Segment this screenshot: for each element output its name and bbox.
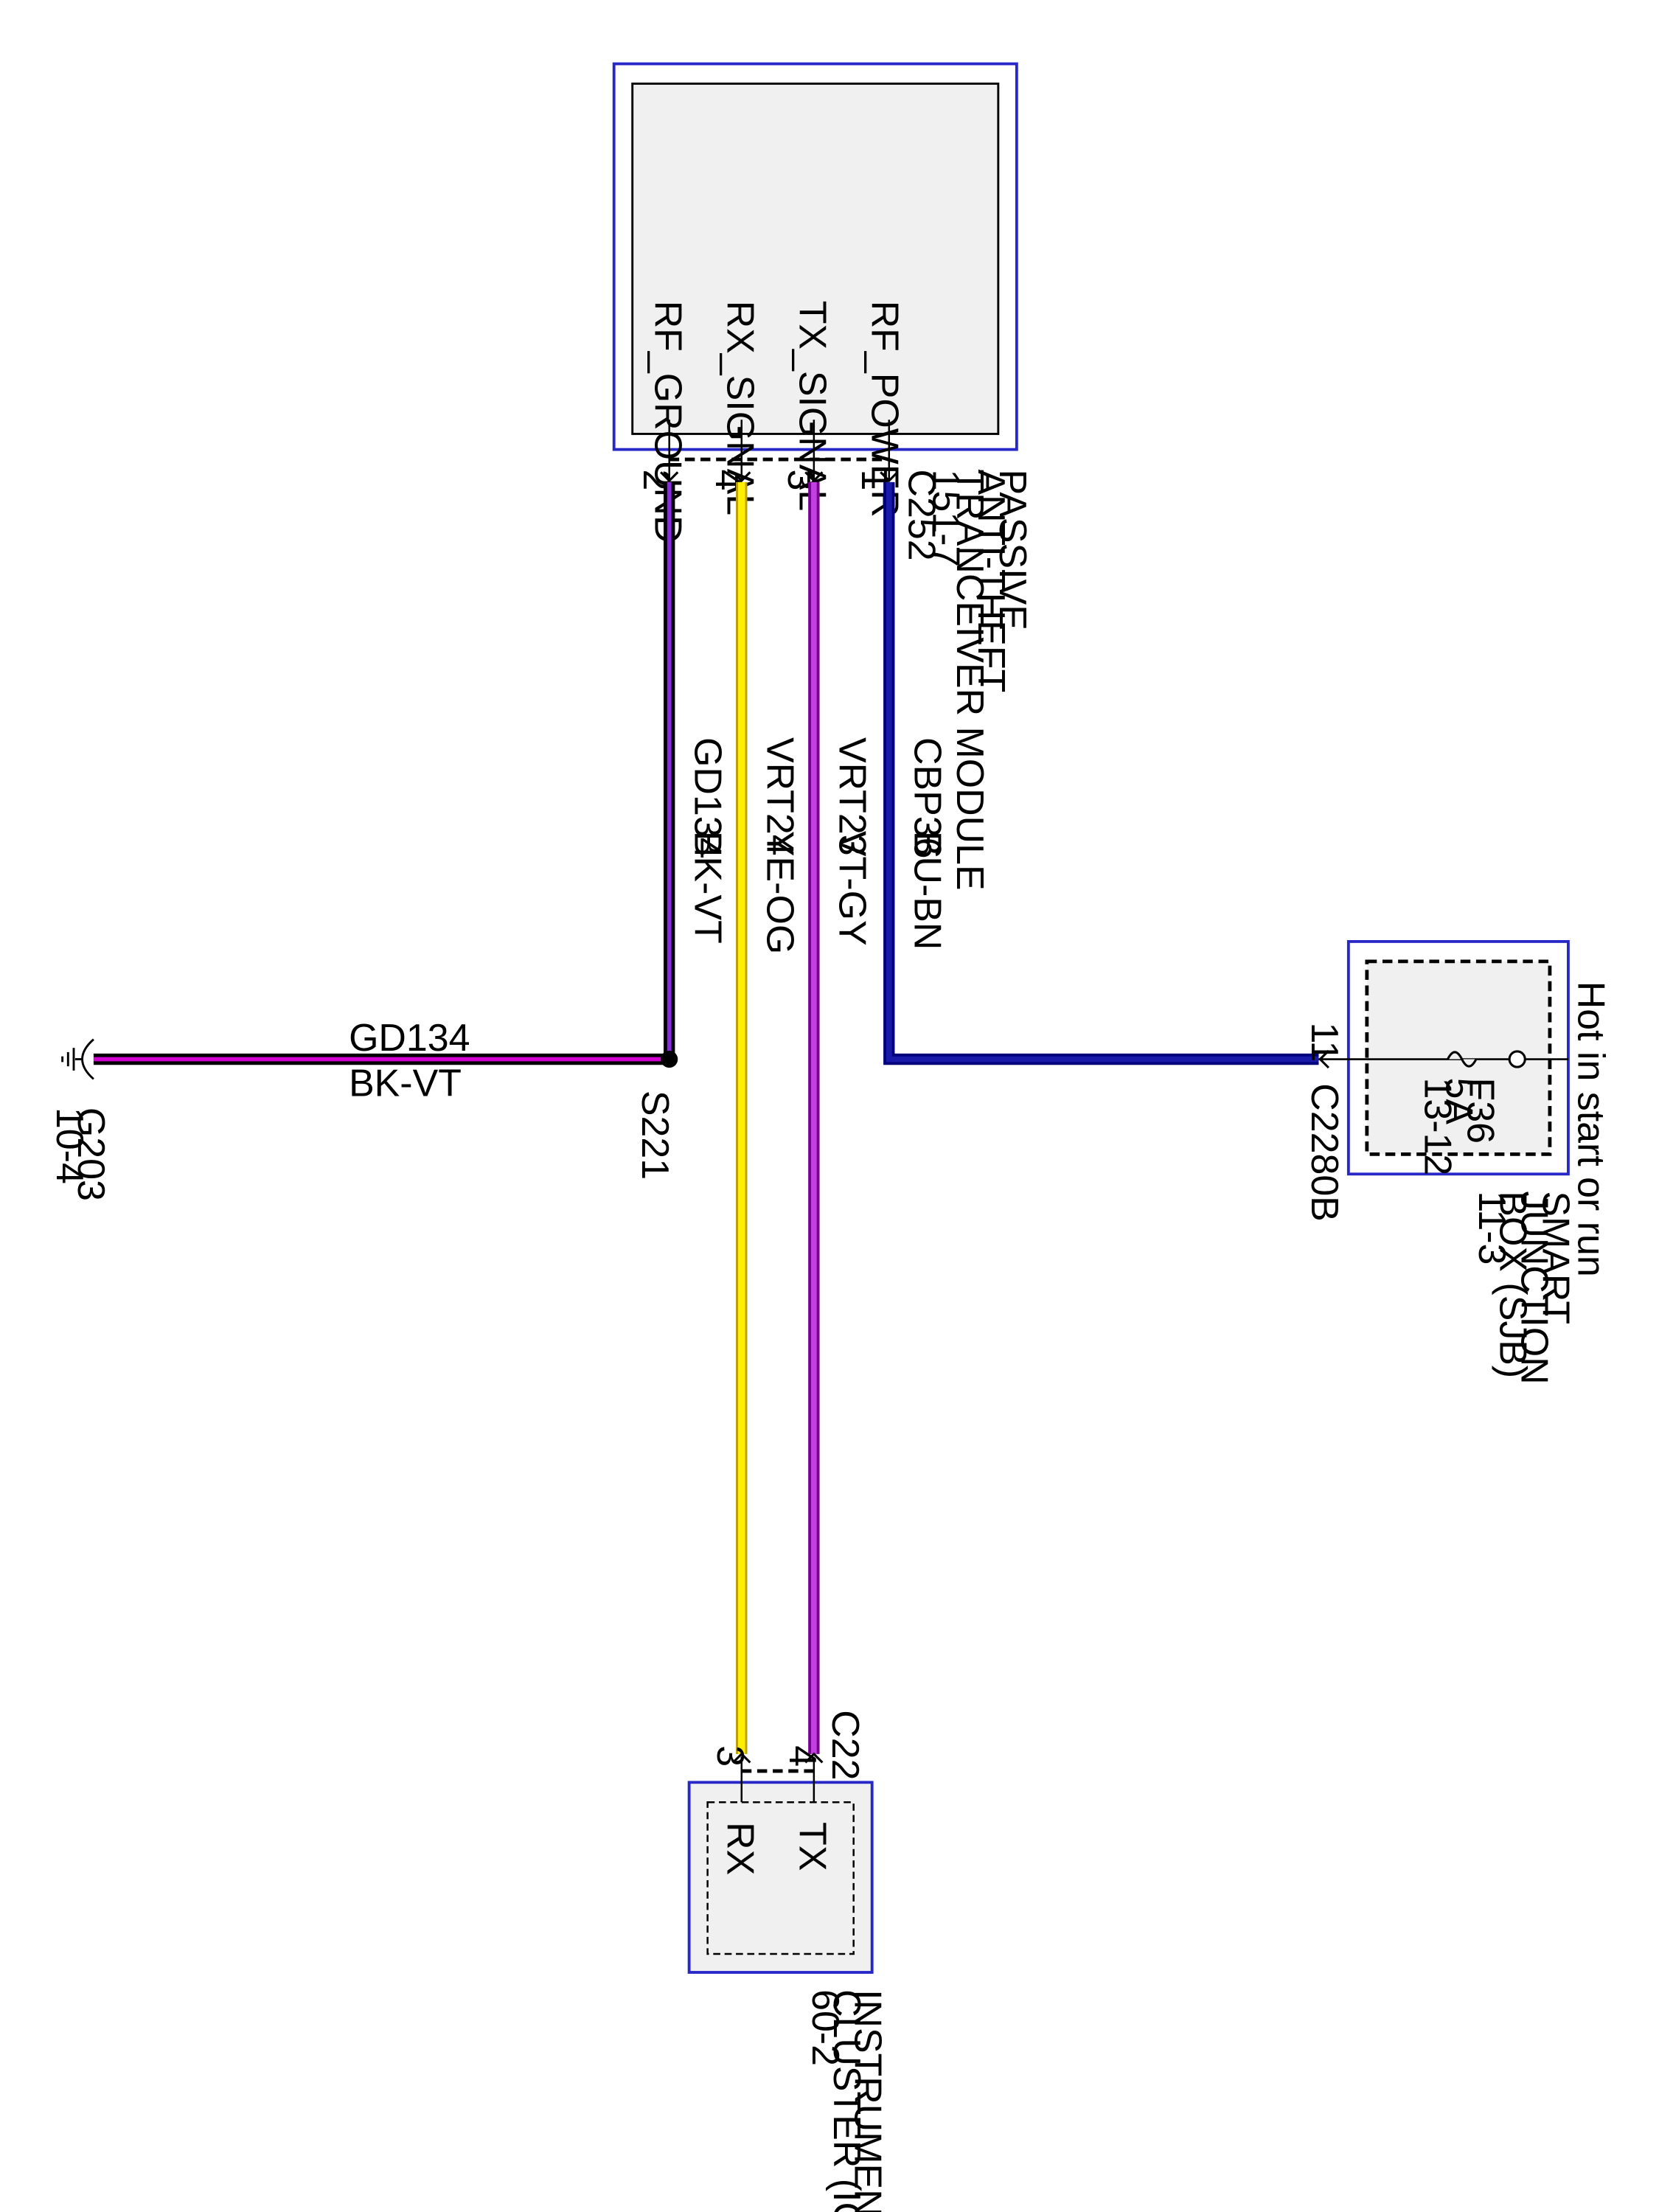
sjb-connector-id: C2280B bbox=[1303, 1083, 1346, 1222]
wire-label-cbp36-color: BU-BN bbox=[905, 831, 948, 950]
ic-pin-label-tx: TX bbox=[791, 1822, 834, 1871]
wire-label-vrt23-circuit: VRT23 bbox=[830, 737, 873, 856]
sjb-terminal-chevron bbox=[1318, 1049, 1330, 1069]
patm-module: RF_GROUND RX_SIGNAL TX_SIGNAL RF_POWER 2… bbox=[612, 62, 1034, 891]
ic-outer-box bbox=[687, 1781, 874, 1974]
ground-g203-icon bbox=[61, 1038, 94, 1080]
fuse-f36-icon bbox=[1447, 1051, 1478, 1068]
fuse-f36-id: F36 bbox=[1458, 1078, 1501, 1144]
sjb-hot-bus-terminal bbox=[1508, 1050, 1526, 1068]
splice-s221-label: S221 bbox=[633, 1091, 676, 1180]
ground-g203-ref: 10-4 bbox=[48, 1107, 91, 1184]
ic-name-line-3: 60-2 bbox=[804, 1989, 846, 2066]
patm-inner-box bbox=[631, 83, 1000, 435]
sjb-name-line-3: BOX (SJB) bbox=[1492, 1191, 1534, 1378]
wire-label-vrt24-color: YE-OG bbox=[758, 831, 801, 954]
wire-label-gd134-circuit: GD134 bbox=[686, 737, 728, 858]
patm-name-line-2: ANTI-THEFT bbox=[970, 470, 1012, 693]
sjb-hot-note: Hot in start or run bbox=[1569, 981, 1612, 1277]
ground-g203-id: G203 bbox=[69, 1107, 112, 1201]
splice-s221-dot bbox=[661, 1051, 678, 1068]
ic-pin-stubs bbox=[740, 1756, 815, 1803]
ic-name-line-1: INSTRUMENT bbox=[846, 1989, 889, 2212]
ground-run-circuit-label: GD134 bbox=[349, 1017, 470, 1060]
sjb-name-line-4: 11-3 bbox=[1470, 1191, 1513, 1265]
fuse-f36-ref: 13-12 bbox=[1416, 1078, 1459, 1176]
patm-name-line-3: TRANCEIVER MODULE bbox=[948, 470, 991, 891]
patm-pin-label-tx-signal: TX_SIGNAL bbox=[791, 301, 834, 512]
ic-terminals bbox=[732, 1752, 824, 1764]
fuse-f36-rating: 5A bbox=[1438, 1078, 1481, 1125]
sjb-name-line-2: JUNCTION bbox=[1512, 1191, 1555, 1384]
sjb-name-line-1: SMART bbox=[1534, 1191, 1576, 1324]
ic-name-line-2: CLUSTER (IC) bbox=[825, 1989, 868, 2212]
ic-inner-box bbox=[706, 1801, 855, 1955]
wire-label-vrt23-color: VT-GY bbox=[830, 831, 873, 946]
patm-name-line-1: PASSIVE bbox=[991, 470, 1034, 630]
ground-run-color-label: BK-VT bbox=[349, 1062, 462, 1105]
patm-connector-id: C252 bbox=[900, 470, 943, 561]
patm-name-line-4: 151-7 bbox=[924, 470, 967, 568]
patm-terminals bbox=[660, 471, 899, 483]
ic-pin-label-rx: RX bbox=[719, 1822, 762, 1875]
patm-pin-stubs bbox=[668, 420, 891, 479]
patm-pin-label-rf-power: RF_POWER bbox=[863, 301, 906, 518]
sjb-pin-number: 11 bbox=[1303, 1023, 1346, 1062]
wire-label-vrt24-circuit: VRT24 bbox=[758, 737, 801, 856]
wire-label-cbp36-circuit: CBP36 bbox=[905, 737, 948, 858]
wire-label-gd134-color: BK-VT bbox=[686, 831, 728, 944]
ic-module: C220 3 4 RX TX INSTRUMENT CLUSTER (IC) 6… bbox=[687, 1710, 889, 2212]
wire-cbp36 bbox=[883, 481, 1319, 1065]
sjb-module: F36 5A 13-12 11 C2280B Hot in start or r… bbox=[1303, 940, 1612, 1385]
